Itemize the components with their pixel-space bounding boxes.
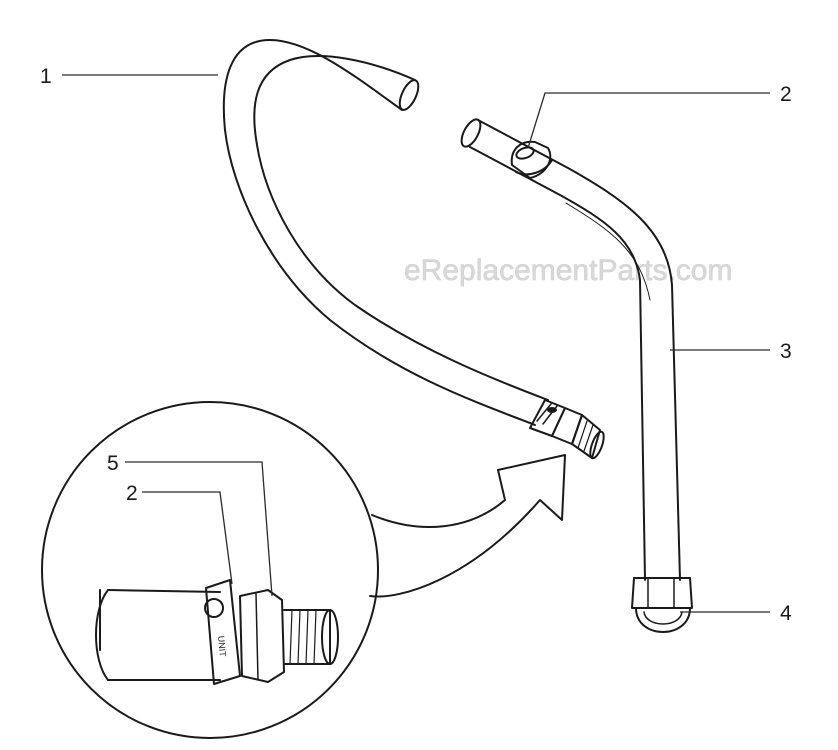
callout-2-detail: 2 — [126, 482, 138, 505]
callout-5-detail: 5 — [107, 452, 119, 475]
clamp-band-label: UNIT — [216, 635, 228, 657]
detail-view: UNIT — [41, 401, 566, 739]
callout-3: 3 — [780, 340, 792, 363]
callout-4: 4 — [780, 602, 792, 625]
clamp-part-2 — [510, 140, 553, 179]
hose-fitting — [529, 399, 605, 460]
leader-2-detail — [142, 491, 233, 585]
leader-2-top — [527, 92, 770, 149]
watermark-text: eReplacementParts.com — [404, 254, 732, 287]
callout-1: 1 — [40, 65, 52, 88]
hose-part-1 — [222, 39, 605, 460]
fitting-part-4 — [631, 577, 693, 633]
leader-5 — [125, 461, 273, 597]
callout-2-top: 2 — [780, 83, 792, 106]
tube-part-3 — [460, 118, 681, 581]
